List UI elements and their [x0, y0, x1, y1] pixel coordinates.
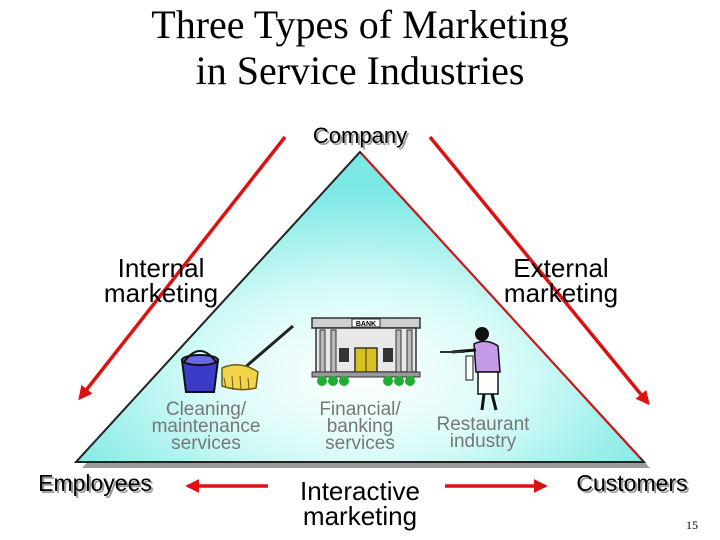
company-label: Company — [312, 123, 408, 148]
waiter-icon — [440, 327, 501, 411]
restaurant-industry-label: Restaurant industry — [436, 414, 530, 452]
mop-bucket-icon — [180, 324, 294, 393]
title-line-1: Three Types of Marketing — [151, 2, 569, 47]
financial-services-label: Financial/ banking services — [319, 399, 401, 454]
internal-marketing-label: Internal marketing — [103, 253, 219, 308]
cleaning-services-label: Cleaning/ maintenance services — [151, 399, 261, 454]
internal-marketing-arrow — [78, 135, 287, 401]
interactive-marketing-label: Interactive marketing — [300, 476, 420, 531]
external-marketing-label: External marketing — [503, 253, 619, 308]
triangle-right-edge-red — [361, 153, 641, 459]
customers-label: Customers — [576, 470, 688, 496]
title-line-2: in Service Industries — [195, 48, 525, 93]
slide-title: Three Types of Marketing in Service Indu… — [0, 2, 720, 94]
bank-sign: BANK — [356, 321, 376, 328]
external-marketing-arrow — [428, 135, 650, 406]
page-number: 15 — [686, 518, 698, 532]
bank-building-icon: BANK — [311, 317, 421, 386]
employees-label: Employees — [38, 470, 152, 496]
